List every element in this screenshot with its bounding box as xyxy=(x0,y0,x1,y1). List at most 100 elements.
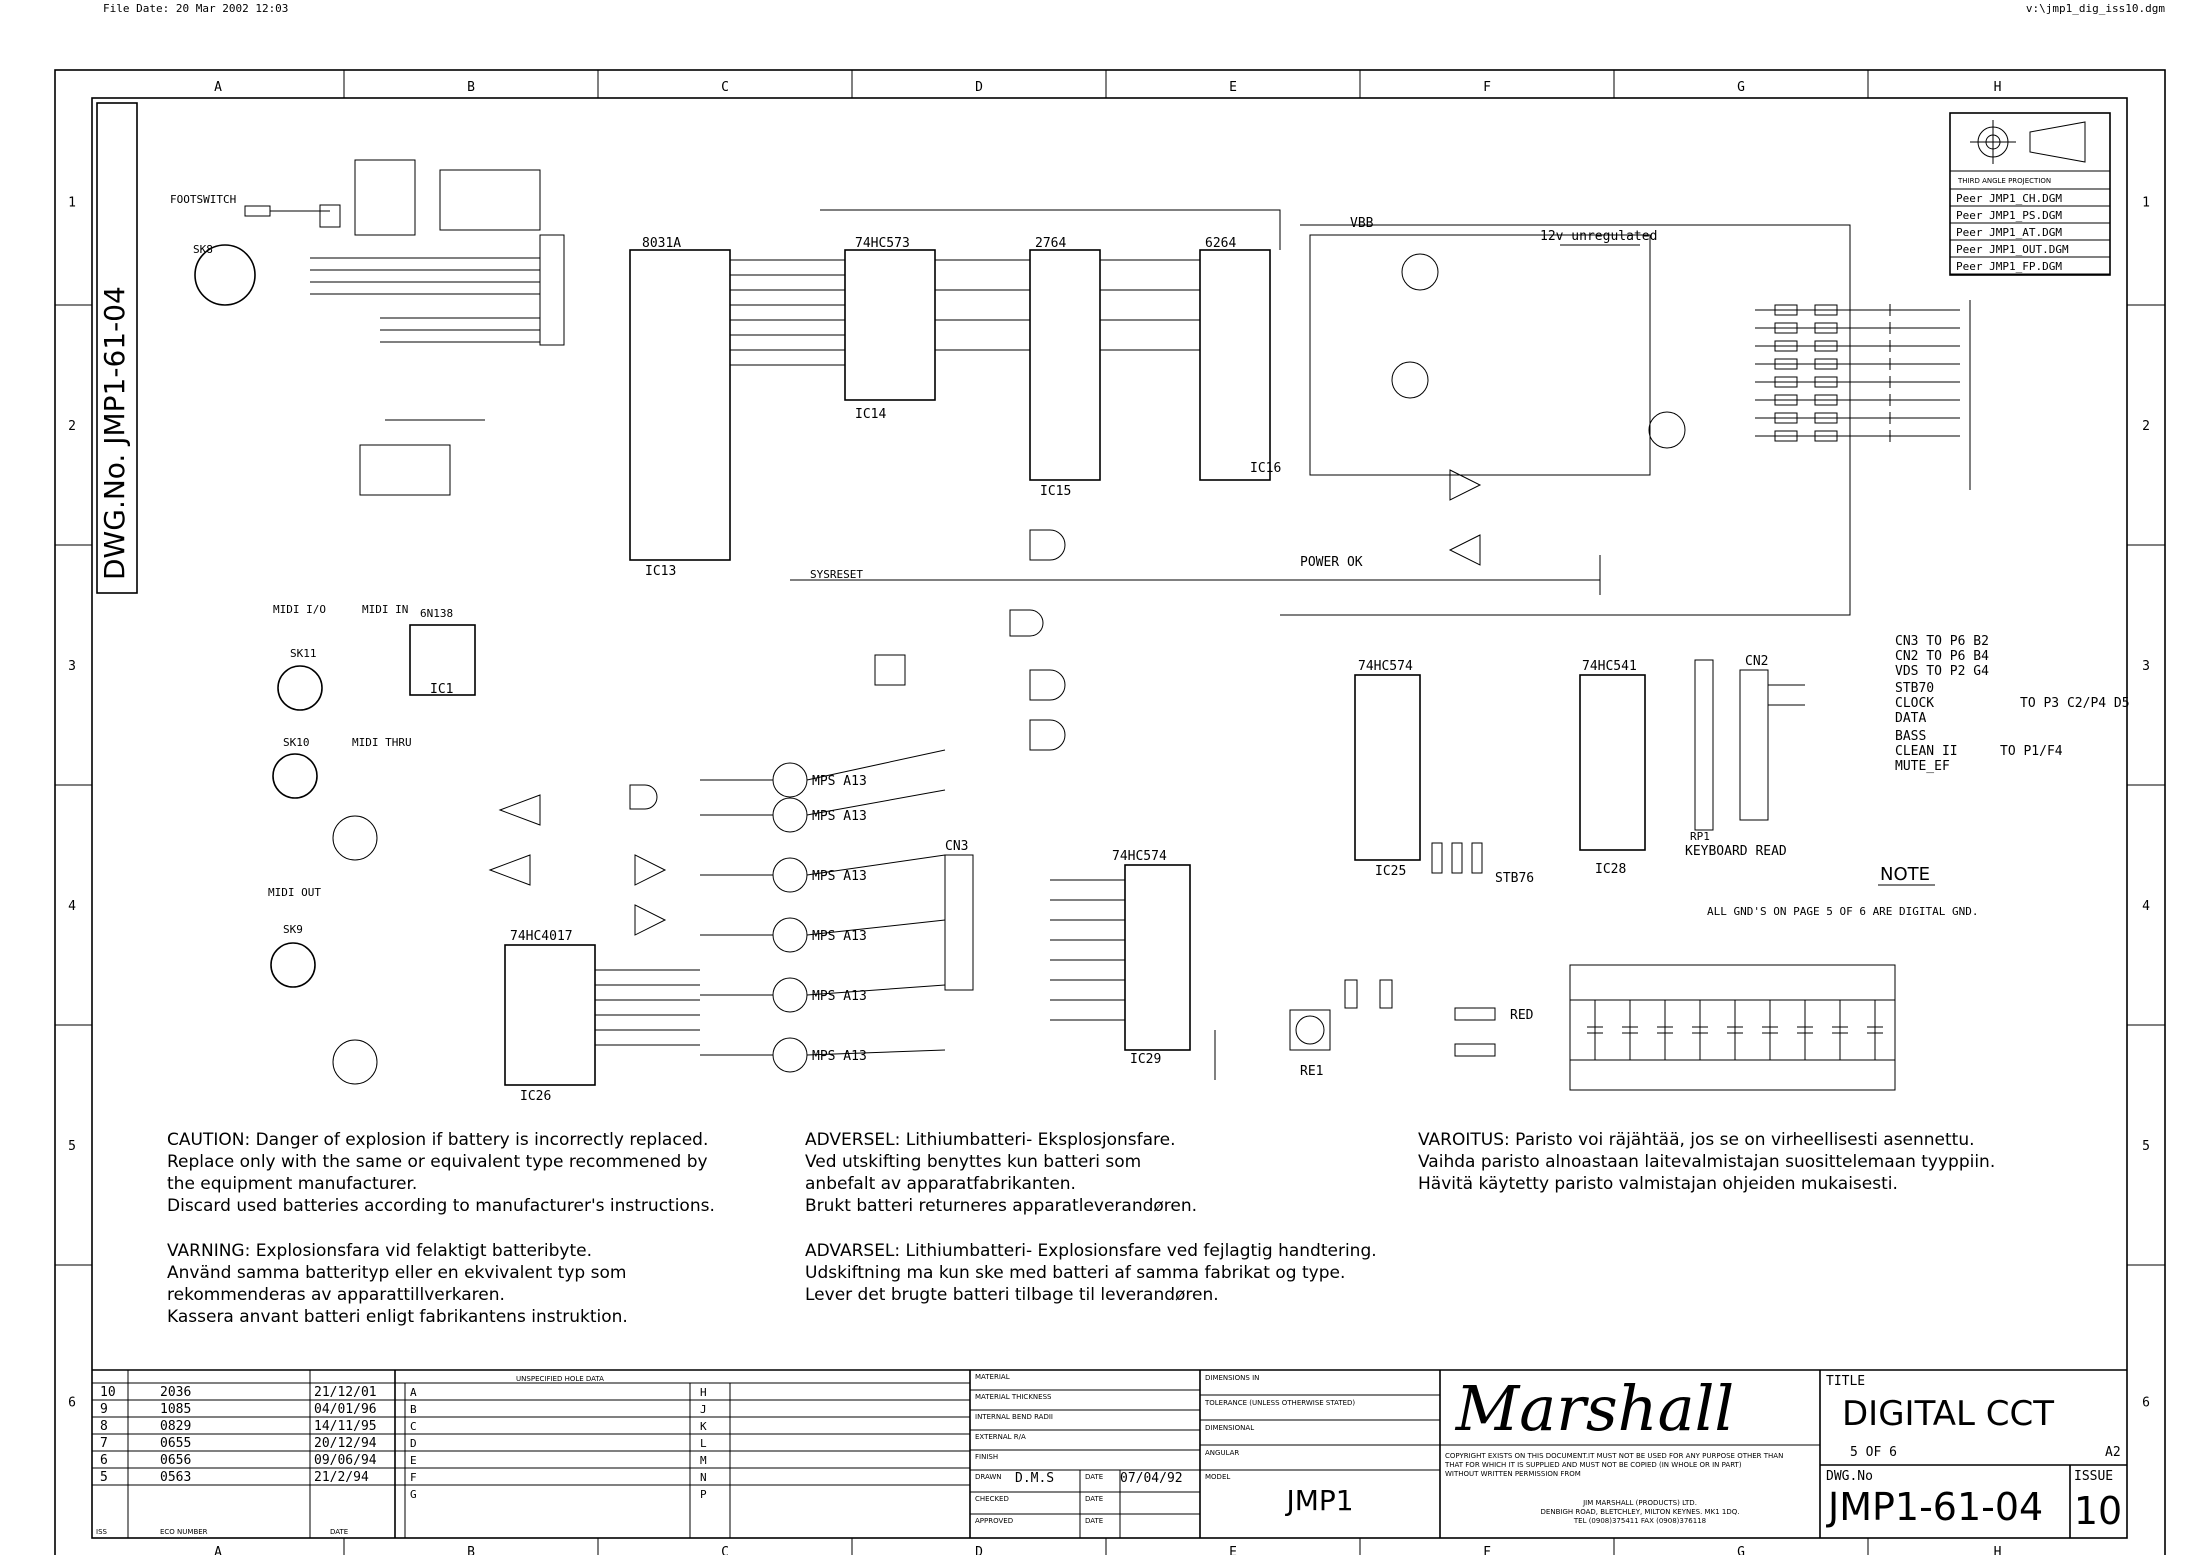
sheet-size: A2 xyxy=(2105,1445,2121,1460)
mps-transistor xyxy=(772,1037,808,1073)
title-label: TITLE xyxy=(1826,1374,1865,1389)
warning-line: VARNING: Explosionsfara vid felaktigt ba… xyxy=(167,1241,592,1261)
grid-col-top: A xyxy=(214,80,222,95)
grid-row-left: 4 xyxy=(68,899,76,914)
ic25-type: 74HC574 xyxy=(1358,659,1413,674)
cn2-connector xyxy=(1739,669,1769,821)
warning-line: ADVERSEL: Lithiumbatteri- Eksplosjonsfar… xyxy=(805,1130,1176,1150)
connector-note: BASS xyxy=(1895,729,1926,744)
warning-line: rekommenderas av apparattillverkaren. xyxy=(167,1285,505,1305)
ic29-type: 74HC574 xyxy=(1112,849,1167,864)
cn3-connector xyxy=(944,854,974,991)
peer-ref: Peer JMP1_OUT.DGM xyxy=(1956,243,2069,256)
drawn-date-value: 07/04/92 xyxy=(1120,1471,1183,1486)
rev-eco: 0563 xyxy=(160,1470,191,1485)
ic16-type: 6264 xyxy=(1205,236,1236,251)
connector-note: DATA xyxy=(1895,711,1926,726)
rp1-label: RP1 xyxy=(1690,830,1710,843)
dwg-no-value: JMP1-61-04 xyxy=(1826,1485,2043,1529)
side-dwg-frame xyxy=(96,102,138,594)
mps-transistor xyxy=(772,762,808,798)
dimension-row: TOLERANCE (UNLESS OTHERWISE STATED) xyxy=(1204,1399,1355,1407)
material-row: EXTERNAL R/A xyxy=(975,1433,1026,1441)
sk9-label: SK9 xyxy=(283,923,303,936)
grid-row-left: 1 xyxy=(68,196,76,211)
peer-ref: Peer JMP1_PS.DGM xyxy=(1956,209,2062,222)
ic29-ref: IC29 xyxy=(1130,1052,1161,1067)
sk9-connector xyxy=(270,942,316,988)
hole-data-title: UNSPECIFIED HOLE DATA xyxy=(516,1375,604,1383)
hole-ref-left: F xyxy=(410,1471,417,1484)
midi-in-label: MIDI IN xyxy=(362,603,408,616)
hole-ref-right: K xyxy=(700,1420,707,1433)
company-name: JIM MARSHALL (PRODUCTS) LTD. xyxy=(1582,1499,1697,1507)
warning-swedish: VARNING: Explosionsfara vid felaktigt ba… xyxy=(167,1241,628,1327)
dimension-row: ANGULAR xyxy=(1205,1449,1239,1457)
warning-line: Vaihda paristo alnoastaan laitevalmistaj… xyxy=(1418,1152,1995,1172)
warning-line: Discard used batteries according to manu… xyxy=(167,1196,715,1216)
connector-note: TO P1/F4 xyxy=(2000,744,2063,759)
mps-transistor xyxy=(772,977,808,1013)
company-tel: TEL (0908)375411 FAX (0908)376118 xyxy=(1573,1517,1706,1525)
grid-row-left: 3 xyxy=(68,659,76,674)
rev-eco: 1085 xyxy=(160,1402,191,1417)
unregulated-label: 12v unregulated xyxy=(1540,229,1657,244)
connector-note: CN2 TO P6 B4 xyxy=(1895,649,1989,664)
rev-issue: 7 xyxy=(100,1436,108,1451)
grid-col-bottom: F xyxy=(1483,1545,1491,1555)
material-row: MATERIAL THICKNESS xyxy=(975,1393,1052,1401)
ic13-type: 8031A xyxy=(642,236,681,251)
grid-row-left: 6 xyxy=(68,1396,76,1411)
projection-label: THIRD ANGLE PROJECTION xyxy=(1957,177,2051,185)
issue-value: 10 xyxy=(2074,1489,2122,1533)
sk11-connector xyxy=(277,665,323,711)
rev-eco: 0829 xyxy=(160,1419,191,1434)
ic13-ref: IC13 xyxy=(645,564,676,579)
connector-note: MUTE_EF xyxy=(1895,759,1950,774)
grid-col-bottom: C xyxy=(721,1545,729,1555)
ic15-chip xyxy=(1029,249,1101,481)
connector-note: VDS TO P2 G4 xyxy=(1895,664,1989,679)
grid-row-right: 6 xyxy=(2142,1396,2150,1411)
grid-col-top: E xyxy=(1229,80,1237,95)
ic25-ref: IC25 xyxy=(1375,864,1406,879)
ic26-chip xyxy=(504,944,596,1086)
rev-date: 04/01/96 xyxy=(314,1402,377,1417)
hole-ref-right: H xyxy=(700,1386,707,1399)
copyright-line: COPYRIGHT EXISTS ON THIS DOCUMENT.IT MUS… xyxy=(1445,1452,1783,1460)
connector-note: CLOCK xyxy=(1895,696,1934,711)
warning-norwegian: ADVERSEL: Lithiumbatteri- Eksplosjonsfar… xyxy=(805,1130,1197,1216)
grid-col-bottom: B xyxy=(467,1545,475,1555)
hole-ref-left: G xyxy=(410,1488,417,1501)
ic15-ref: IC15 xyxy=(1040,484,1071,499)
drawn-label: DRAWN xyxy=(975,1473,1002,1481)
cn2-label: CN2 xyxy=(1745,654,1768,669)
ic1-ref: IC1 xyxy=(430,682,453,697)
model-value: JMP1 xyxy=(1284,1484,1353,1517)
warning-line: Udskiftning ma kun ske med batteri af sa… xyxy=(805,1263,1345,1283)
re1-label: RE1 xyxy=(1300,1064,1323,1079)
mps-label: MPS A13 xyxy=(812,989,867,1004)
rev-date: 14/11/95 xyxy=(314,1419,377,1434)
hole-ref-right: M xyxy=(700,1454,707,1467)
hole-ref-left: C xyxy=(410,1420,417,1433)
rev-col-issue: ISS xyxy=(96,1528,108,1536)
dimension-row: DIMENSIONAL xyxy=(1205,1424,1254,1432)
ic29-chip xyxy=(1124,864,1191,1051)
marshall-logo: Marshall xyxy=(1455,1372,1734,1445)
copyright-line: THAT FOR WHICH IT IS SUPPLIED AND MUST N… xyxy=(1444,1461,1742,1469)
vbb-label: VBB xyxy=(1350,216,1374,231)
connector-note: CN3 TO P6 B2 xyxy=(1895,634,1989,649)
material-row: FINISH xyxy=(975,1453,998,1461)
rev-date: 21/2/94 xyxy=(314,1470,369,1485)
warning-line: Använd samma batterityp eller en ekvival… xyxy=(167,1263,626,1283)
footswitch-label: FOOTSWITCH xyxy=(170,193,236,206)
grid-col-bottom: D xyxy=(975,1545,983,1555)
re1-encoder xyxy=(1289,1009,1331,1051)
warning-line: Kassera anvant batteri enligt fabrikante… xyxy=(167,1307,628,1327)
company-address: DENBIGH ROAD, BLETCHLEY, MILTON KEYNES. … xyxy=(1541,1508,1740,1516)
side-dwg-no: DWG.No. JMP1-61-04 xyxy=(98,286,131,580)
midi-out-label: MIDI OUT xyxy=(268,886,321,899)
